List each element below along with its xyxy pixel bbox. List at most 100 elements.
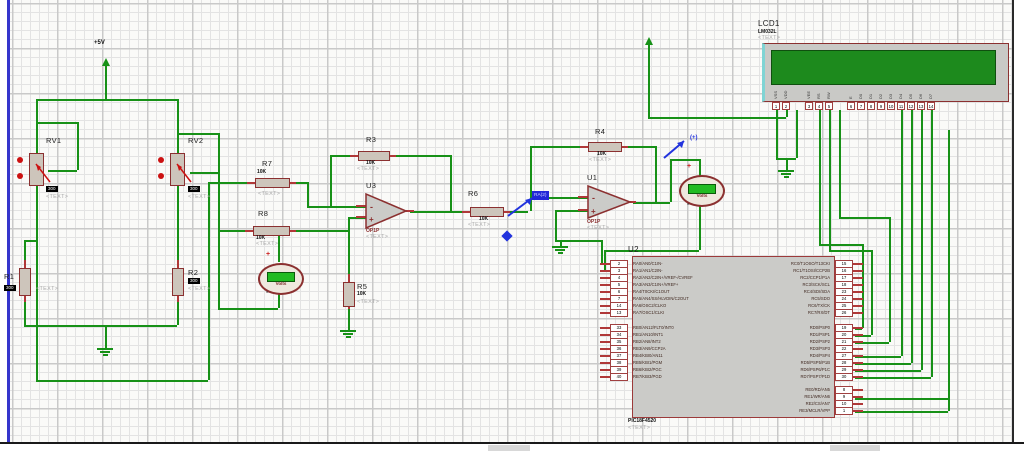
pin-stub [853, 269, 863, 272]
pin-label: D3 [888, 93, 893, 99]
wire-segment [292, 182, 307, 184]
pin-label: RE3/MCLR/VPP [799, 408, 830, 413]
resistor-r5[interactable] [343, 282, 355, 307]
opamp-ref: U1 [587, 173, 598, 182]
mcu-u2[interactable] [632, 256, 835, 418]
opamp-u1[interactable]: - + [578, 182, 636, 224]
pin-label: RD5/PSP5/P1B [800, 360, 830, 365]
pot-terminal-dot [17, 173, 23, 179]
pin-stub [853, 347, 863, 350]
resistor-value: 300 [188, 278, 200, 284]
resistor-r8[interactable] [253, 226, 290, 236]
net-label[interactable]: RA(2) [532, 191, 549, 200]
opamp-u3[interactable]: - + [356, 190, 414, 234]
pin-stub [600, 276, 610, 279]
potentiometer-rv2[interactable] [170, 153, 185, 186]
resistor-r1[interactable] [19, 268, 31, 296]
resistor-ref: R6 [468, 189, 479, 198]
pin-stub [853, 290, 863, 293]
lcd-pin[interactable]: RS 4 [815, 82, 823, 110]
lcd-pin[interactable]: E 6 [847, 82, 855, 110]
text-placeholder: <TEXT> [357, 299, 380, 305]
resistor-ref: R8 [258, 209, 269, 218]
lcd-pin[interactable]: D7 14 [927, 82, 935, 110]
power-arrow-icon[interactable] [102, 58, 110, 66]
pin-label: RB5/KBI1/PGM [633, 360, 663, 365]
wire-segment [604, 250, 606, 270]
lead [580, 146, 588, 148]
wire-segment [218, 308, 278, 310]
pin-label: VEE [806, 90, 811, 99]
pin-label: D1 [868, 93, 873, 99]
wire-segment [410, 211, 468, 213]
voltmeter[interactable]: Volts [679, 175, 725, 207]
wire-segment [699, 204, 701, 250]
pin-label: D4 [898, 93, 903, 99]
pin-number: 4 [815, 102, 823, 110]
resistor-r7[interactable] [255, 178, 290, 188]
pin-stub [600, 297, 610, 300]
wire-segment [36, 99, 38, 155]
probe-arrow-icon[interactable] [662, 136, 690, 162]
pin-stub [600, 283, 610, 286]
lcd-pin[interactable]: VSS 1 [772, 82, 780, 110]
wire-segment [218, 230, 251, 232]
wire-segment [36, 99, 178, 101]
wire-segment [855, 377, 931, 379]
pin-stub [600, 347, 610, 350]
wire-segment [208, 182, 251, 184]
lcd-pin[interactable]: D2 9 [877, 82, 885, 110]
wire-segment [24, 240, 36, 242]
lcd-pin[interactable]: D6 13 [917, 82, 925, 110]
wire-segment [105, 66, 107, 99]
lcd-pin[interactable]: VDD 2 [782, 82, 790, 110]
pin-number: 6 [847, 102, 855, 110]
potentiometer-rv1[interactable] [29, 153, 44, 186]
pot-terminal-dot [17, 157, 23, 163]
wire-segment [389, 155, 450, 157]
pin-number: 26 [835, 308, 853, 317]
wire-segment [889, 217, 891, 342]
resistor-r2[interactable] [172, 268, 184, 296]
pin-stub [853, 375, 863, 378]
wire-segment [530, 146, 586, 148]
lcd-pin[interactable]: D0 7 [857, 82, 865, 110]
wire-segment [862, 244, 864, 328]
wire-segment [786, 110, 788, 117]
pin-stub [853, 283, 863, 286]
resistor-r3[interactable] [358, 151, 390, 161]
pin-label: RC0/T1OSO/T13CKI [790, 261, 830, 266]
pin-stub [600, 290, 610, 293]
power-label: +5V [94, 40, 105, 46]
power-arrow-icon[interactable] [645, 37, 653, 45]
lcd-pin[interactable]: RW 5 [825, 82, 833, 110]
pin-label: RC7/RX/DT [807, 310, 830, 315]
lcd-pin[interactable]: D1 8 [867, 82, 875, 110]
resistor-value: 10K [257, 169, 267, 175]
pin-stub [600, 340, 610, 343]
lcd-pin[interactable]: VEE 3 [805, 82, 813, 110]
wire-segment [190, 172, 218, 174]
lcd-pin[interactable]: D4 11 [897, 82, 905, 110]
pin-stub [853, 297, 863, 300]
pot-value: 300 [46, 186, 58, 192]
mcu-pin-row[interactable]: RC7/RX/DT 26 [680, 308, 863, 317]
probe-arrow-icon[interactable] [504, 192, 540, 220]
lcd-pin[interactable]: D3 10 [887, 82, 895, 110]
resistor-r6[interactable] [470, 207, 504, 217]
resistor-r4[interactable] [588, 142, 622, 152]
wire-segment [278, 230, 280, 262]
voltmeter[interactable]: Volts [258, 263, 304, 295]
lcd-pin[interactable]: D5 12 [907, 82, 915, 110]
pin-label: RD4/PSP4 [809, 353, 830, 358]
pin-label: RB7/KBI3/PGD [633, 374, 662, 379]
mcu-part: PIC18F4520 [628, 418, 657, 424]
lcd-lcd1[interactable] [762, 43, 1009, 102]
